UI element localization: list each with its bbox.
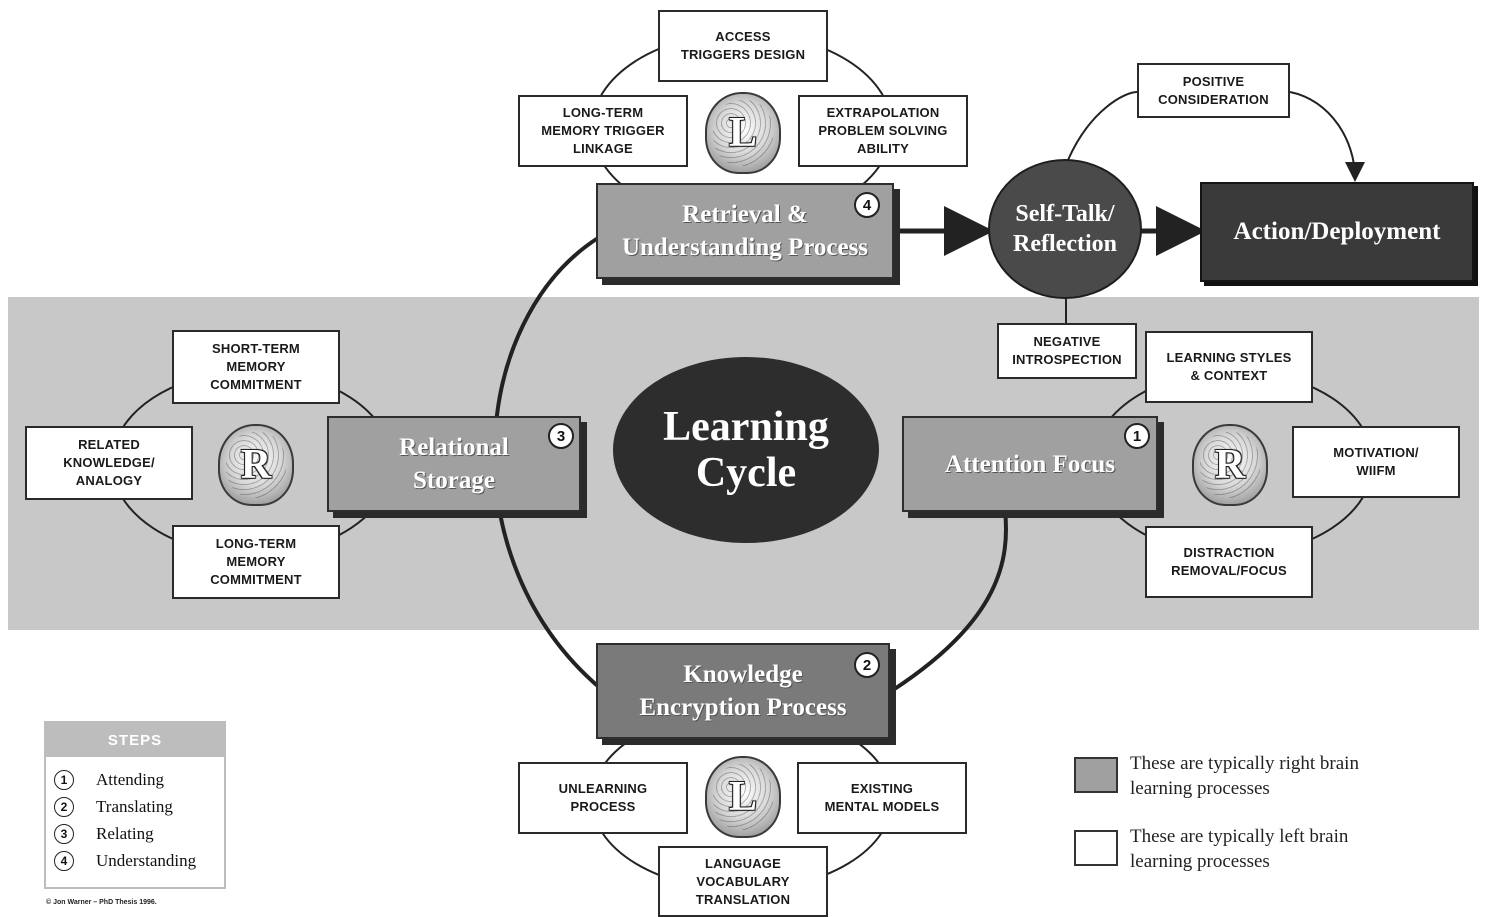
- step-4-badge: 4: [854, 192, 880, 218]
- attention-focus-process: Attention Focus: [902, 416, 1158, 512]
- steps-title: STEPS: [46, 723, 224, 757]
- right-brain-icon-right: R: [1192, 424, 1268, 506]
- step-number: 2: [54, 796, 74, 817]
- legend-text-right-brain: These are typically right brain learning…: [1130, 753, 1359, 799]
- step-1-badge: 1: [1124, 423, 1150, 449]
- legend-swatch-right-brain: [1074, 757, 1118, 793]
- steps-item: 4 Understanding: [54, 847, 224, 874]
- steps-item: 1 Attending: [54, 766, 224, 793]
- learning-styles-box: LEARNING STYLES & CONTEXT: [1145, 331, 1313, 403]
- legend-text-left-brain: These are typically left brain learning …: [1130, 826, 1349, 872]
- step-number: 3: [54, 823, 74, 844]
- motivation-box: MOTIVATION/ WIIFM: [1292, 426, 1460, 498]
- cycle-ring-right: [891, 509, 1009, 692]
- attention-label: Attention Focus: [944, 450, 1116, 478]
- action-deployment: Action/Deployment: [1200, 182, 1474, 282]
- step-number: 1: [54, 769, 74, 790]
- step-label: Attending: [96, 769, 164, 789]
- right-brain-icon-left: R: [218, 424, 294, 506]
- left-brain-icon-bottom: L: [705, 756, 781, 838]
- distraction-removal-box: DISTRACTION REMOVAL/FOCUS: [1145, 526, 1313, 598]
- steps-key: STEPS 1 Attending 2 Translating 3 Relating …: [44, 721, 226, 889]
- step-2-badge: 2: [854, 652, 880, 678]
- unlearning-process-box: UNLEARNING PROCESS: [518, 762, 688, 834]
- left-brain-icon-top: L: [705, 92, 781, 174]
- steps-list: 1 Attending 2 Translating 3 Relating 4 Under…: [46, 757, 224, 874]
- language-vocabulary-box: LANGUAGE VOCABULARY TRANSLATION: [658, 846, 828, 917]
- learning-cycle-center: Learning Cycle: [613, 357, 879, 543]
- related-knowledge-box: RELATED KNOWLEDGE/ ANALOGY: [25, 426, 193, 500]
- long-term-memory-commitment-box: LONG-TERM MEMORY COMMITMENT: [172, 525, 340, 599]
- step-label: Translating: [96, 796, 173, 816]
- long-term-memory-trigger-box: LONG-TERM MEMORY TRIGGER LINKAGE: [518, 95, 688, 167]
- knowledge-encryption-process: Knowledge Encryption Process: [596, 643, 890, 739]
- positive-arrow: [1289, 91, 1365, 182]
- retrieval-label: Retrieval & Understanding Process: [621, 201, 869, 261]
- step-3-badge: 3: [548, 423, 574, 449]
- step-number: 4: [54, 850, 74, 871]
- positive-consideration-box: POSITIVE CONSIDERATION: [1137, 63, 1290, 118]
- short-term-memory-box: SHORT-TERM MEMORY COMMITMENT: [172, 330, 340, 404]
- credit-line: © Jon Warner – PhD Thesis 1996.: [46, 899, 157, 906]
- self-talk-reflection: Self-Talk/ Reflection: [988, 159, 1142, 299]
- access-triggers-design-box: ACCESS TRIGGERS DESIGN: [658, 10, 828, 82]
- step-label: Relating: [96, 823, 154, 843]
- existing-mental-models-box: EXISTING MENTAL MODELS: [797, 762, 967, 834]
- relational-storage-process: Relational Storage: [327, 416, 581, 512]
- steps-item: 2 Translating: [54, 793, 224, 820]
- legend-swatch-left-brain: [1074, 830, 1118, 866]
- retrieval-process: Retrieval & Understanding Process: [596, 183, 894, 279]
- relational-label: Relational Storage: [399, 434, 509, 494]
- knowledge-label: Knowledge Encryption Process: [639, 661, 847, 721]
- step-label: Understanding: [96, 850, 197, 870]
- extrapolation-box: EXTRAPOLATION PROBLEM SOLVING ABILITY: [798, 95, 968, 167]
- negative-introspection-box: NEGATIVE INTROSPECTION: [997, 323, 1137, 379]
- positive-arc: [1067, 91, 1138, 161]
- steps-item: 3 Relating: [54, 820, 224, 847]
